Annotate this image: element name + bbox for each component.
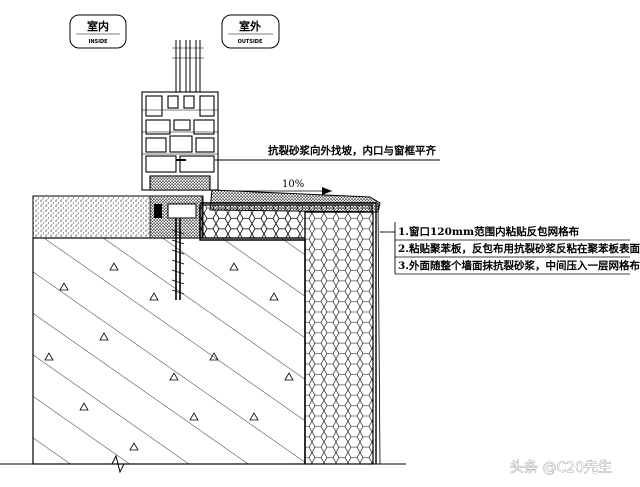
indoor-label-sub: INSIDE xyxy=(88,39,108,45)
eps-insulation-board xyxy=(199,204,374,465)
note-1: 1.窗口120mm范围内粘贴反包网格布 xyxy=(398,225,580,238)
indoor-label: 室内 INSIDE xyxy=(69,14,127,49)
indoor-label-text: 室内 xyxy=(87,19,109,33)
annotation-leader: 抗裂砂浆向外找坡，内口与窗框平齐 xyxy=(215,144,440,161)
outdoor-label: 室外 OUTSIDE xyxy=(221,14,280,49)
watermark-text: 头条 @C20先生 xyxy=(510,459,612,476)
concrete-wall xyxy=(32,237,306,465)
annotation-top-text: 抗裂砂浆向外找坡，内口与窗框平齐 xyxy=(268,144,436,157)
window-glass xyxy=(172,40,204,92)
note-2: 2.粘贴聚苯板，反包布用抗裂砂浆反粘在聚苯板表面 xyxy=(398,242,640,255)
outdoor-label-text: 室外 xyxy=(239,19,261,33)
notes-block: 1.窗口120mm范围内粘贴反包网格布 2.粘贴聚苯板，反包布用抗裂砂浆反粘在聚… xyxy=(380,222,640,275)
slope-indicator: 10% xyxy=(238,179,332,195)
break-line xyxy=(0,454,406,474)
mesh-wrap xyxy=(199,202,381,465)
slope-text: 10% xyxy=(282,179,304,190)
anchor-bolt xyxy=(154,203,197,300)
outdoor-label-sub: OUTSIDE xyxy=(238,39,263,45)
window-frame-profile xyxy=(141,91,219,191)
note-3: 3.外面随整个墙面抹抗裂砂浆，中间压入一层网格布 xyxy=(398,259,640,272)
